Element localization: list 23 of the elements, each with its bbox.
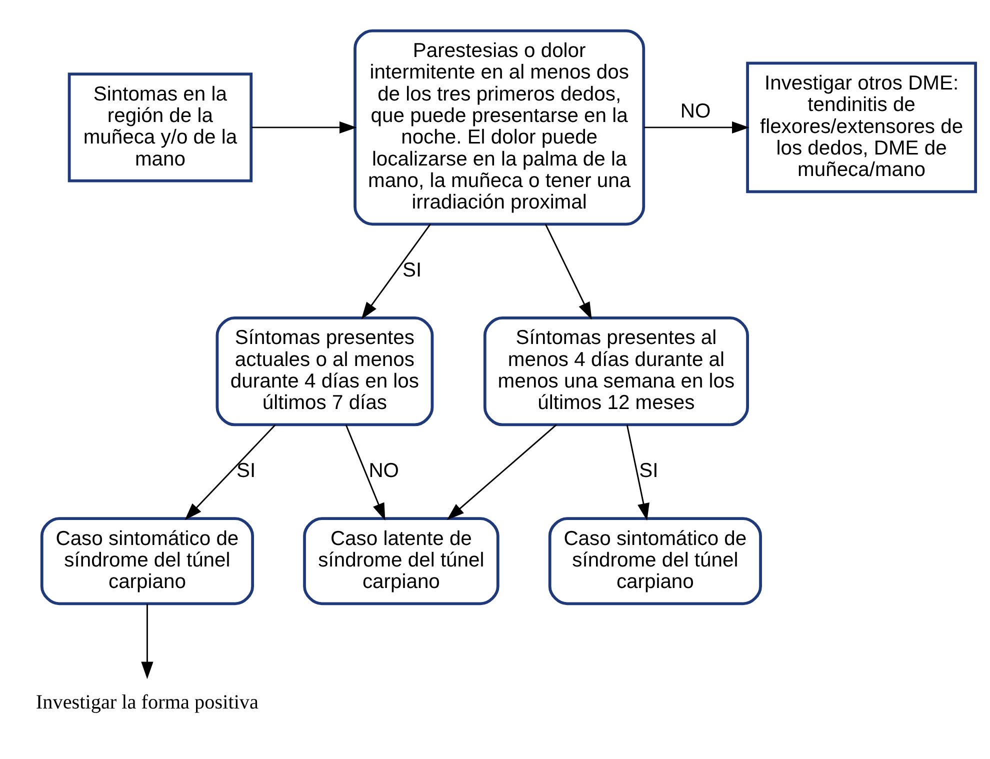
edge-label: SI bbox=[402, 258, 422, 281]
node-box: Parestesias o dolor intermitente en al menos dos de los tres primeros dedos, que puede presentarse en la noche. El dolor puede localizarse en la palma de la mano, la muñeca o tener una irradiación proximal bbox=[354, 28, 646, 226]
node-box: Síntomas presentes al menos 4 días durante al menos una semana en los últimos 12 meses bbox=[483, 316, 749, 426]
node-box: Caso sintomático de síndrome del túnel carpiano bbox=[40, 516, 254, 605]
arrow bbox=[544, 223, 592, 320]
node-box: Investigar otros DME: tendinitis de flexores/extensores de los dedos, DME de muñeca/mano bbox=[746, 61, 977, 193]
arrow bbox=[141, 603, 154, 679]
node-box: Caso sintomático de síndrome del túnel carpiano bbox=[548, 516, 762, 605]
edge-label: NO bbox=[368, 459, 400, 482]
arrow bbox=[626, 424, 650, 520]
node-box: Sintomas en la región de la muñeca y/o de la mano bbox=[68, 72, 253, 182]
arrow bbox=[345, 424, 386, 520]
node-box: Síntomas presentes actuales o al menos durante 4 días en los últimos 7 días bbox=[216, 316, 434, 426]
edge-label: NO bbox=[680, 100, 711, 122]
arrow bbox=[252, 120, 357, 134]
edge-label: SI bbox=[236, 459, 256, 482]
arrow bbox=[361, 223, 431, 319]
edge-label: SI bbox=[639, 459, 658, 482]
arrow bbox=[446, 424, 557, 520]
arrow bbox=[644, 120, 750, 134]
node-box: Caso latente de síndrome del túnel carpiano bbox=[303, 516, 500, 605]
arrow bbox=[184, 424, 276, 520]
node-text: Investigar la forma positiva bbox=[36, 691, 258, 714]
